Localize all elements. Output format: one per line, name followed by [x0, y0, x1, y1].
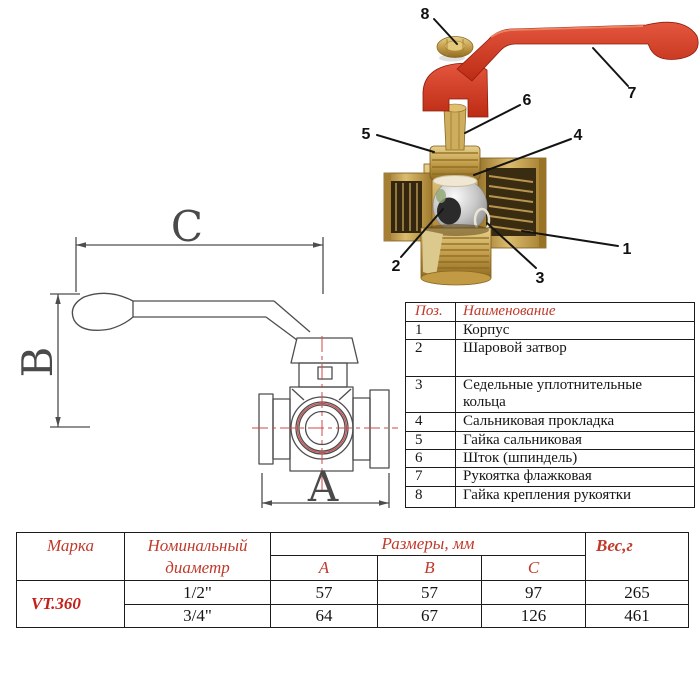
right-port: [477, 157, 547, 249]
size-header-row2: A B C: [17, 555, 689, 581]
part-num: 6: [405, 449, 456, 468]
dn-cell: 3/4": [124, 604, 271, 628]
w-cell: 461: [585, 604, 690, 628]
size-data-row: VT.360 1/2" 57 57 97 265: [16, 580, 690, 628]
callout-5: 5: [362, 126, 371, 143]
nominal-line1: Номинальный: [147, 535, 248, 555]
dim-letters: C B A: [13, 202, 339, 511]
centerlines: [252, 336, 398, 492]
part-num: 7: [405, 467, 456, 487]
size-header-marka: Марка: [16, 532, 125, 581]
size-header-sizes: Размеры, мм: [269, 532, 587, 556]
callout-3: 3: [536, 270, 545, 287]
nominal-line2: диаметр: [165, 557, 230, 577]
ball-closure: [432, 178, 488, 234]
callout-lines: [376, 18, 629, 269]
callout-7: 7: [628, 85, 637, 102]
parts-row: 5 Гайка сальниковая: [405, 431, 695, 450]
a-cell: 57: [270, 580, 378, 605]
parts-header-name: Наименование: [455, 302, 695, 322]
dim-letter-c: C: [171, 202, 203, 251]
b-cell: 57: [377, 580, 482, 605]
part-num: 5: [405, 431, 456, 450]
part-name: Шаровой затвор: [455, 339, 695, 377]
parts-row: 3 Седельные уплотнительные кольца: [405, 376, 695, 413]
left-port: [383, 172, 433, 242]
callout-1: 1: [623, 241, 632, 258]
callout-6: 6: [523, 92, 532, 109]
size-header-b: B: [377, 555, 482, 581]
brand-cell: VT.360: [16, 580, 125, 628]
drawing-body: [258, 386, 390, 472]
w-cell: 265: [585, 580, 690, 605]
part-num: 2: [405, 339, 456, 377]
leader-6: [464, 104, 521, 134]
parts-header-pos: Поз.: [405, 302, 456, 322]
dim-letter-b: B: [13, 347, 62, 378]
parts-row: 4 Сальниковая прокладка: [405, 412, 695, 432]
handle-grip: [456, 21, 699, 82]
part-name: Седельные уплотнительные кольца: [455, 376, 695, 413]
dim-letter-a: A: [307, 462, 339, 511]
callout-numbers: 8 7 6 5 4 1 2 3: [362, 6, 637, 287]
leader-4: [473, 138, 572, 176]
parts-table: Поз. Наименование 1 Корпус 2 Шаровой зат…: [405, 302, 695, 508]
parts-row: 6 Шток (шпиндель): [405, 449, 695, 468]
dn-cell: 1/2": [124, 580, 271, 605]
c-cell: 126: [480, 604, 587, 628]
c-cell: 97: [480, 580, 587, 605]
b-cell: 67: [377, 604, 482, 628]
part-name: Рукоятка флажковая: [455, 467, 695, 487]
part-num: 1: [405, 321, 456, 340]
parts-row: 8 Гайка крепления рукоятки: [405, 486, 695, 508]
valve-photo: 8 7 6 5 4 1 2 3: [362, 6, 699, 287]
bottom-port: [420, 224, 492, 286]
part-num: 4: [405, 412, 456, 432]
drawing-bracket: [290, 337, 359, 388]
part-name: Шток (шпиндель): [455, 449, 695, 468]
leader-2: [400, 208, 444, 258]
leader-7: [592, 47, 629, 87]
part-num: 3: [405, 376, 456, 413]
callout-4: 4: [574, 127, 583, 144]
size-header-nominal: Номинальный диаметр: [124, 532, 271, 581]
leader-8: [433, 18, 458, 45]
handle-lever: [422, 21, 699, 118]
callout-2: 2: [392, 258, 401, 275]
packing-washer: [432, 175, 478, 187]
handle-nut: [436, 36, 474, 62]
part-name: Сальниковая прокладка: [455, 412, 695, 432]
part-name: Корпус: [455, 321, 695, 340]
drawing-handle: [71, 292, 311, 341]
tech-drawing: C B A: [13, 202, 398, 511]
parts-row: 7 Рукоятка флажковая: [405, 467, 695, 487]
size-header-weight: Вес,г: [585, 532, 690, 581]
dim-b: [50, 293, 90, 428]
parts-row: 2 Шаровой затвор: [405, 339, 695, 377]
a-cell: 64: [270, 604, 378, 628]
size-header-row1: Марка Номинальный диаметр Размеры, мм Ве…: [16, 532, 690, 581]
callout-8: 8: [421, 6, 430, 23]
size-header-c: C: [480, 555, 587, 581]
part-name: Гайка сальниковая: [455, 431, 695, 450]
parts-row: 1 Корпус: [405, 321, 695, 340]
parts-header-row: Поз. Наименование: [405, 302, 695, 322]
part-num: 8: [405, 486, 456, 508]
dim-c: [75, 237, 324, 294]
size-header-a: A: [270, 555, 378, 581]
gland-nut: [429, 145, 481, 181]
dim-a: [261, 473, 390, 508]
leader-1: [521, 230, 619, 247]
leader-3: [486, 222, 537, 269]
size-data-row: 3/4" 64 67 126 461: [17, 604, 690, 628]
leader-5: [376, 134, 435, 153]
part-name: Гайка крепления рукоятки: [455, 486, 695, 508]
size-table: Марка Номинальный диаметр Размеры, мм Ве…: [16, 532, 690, 628]
